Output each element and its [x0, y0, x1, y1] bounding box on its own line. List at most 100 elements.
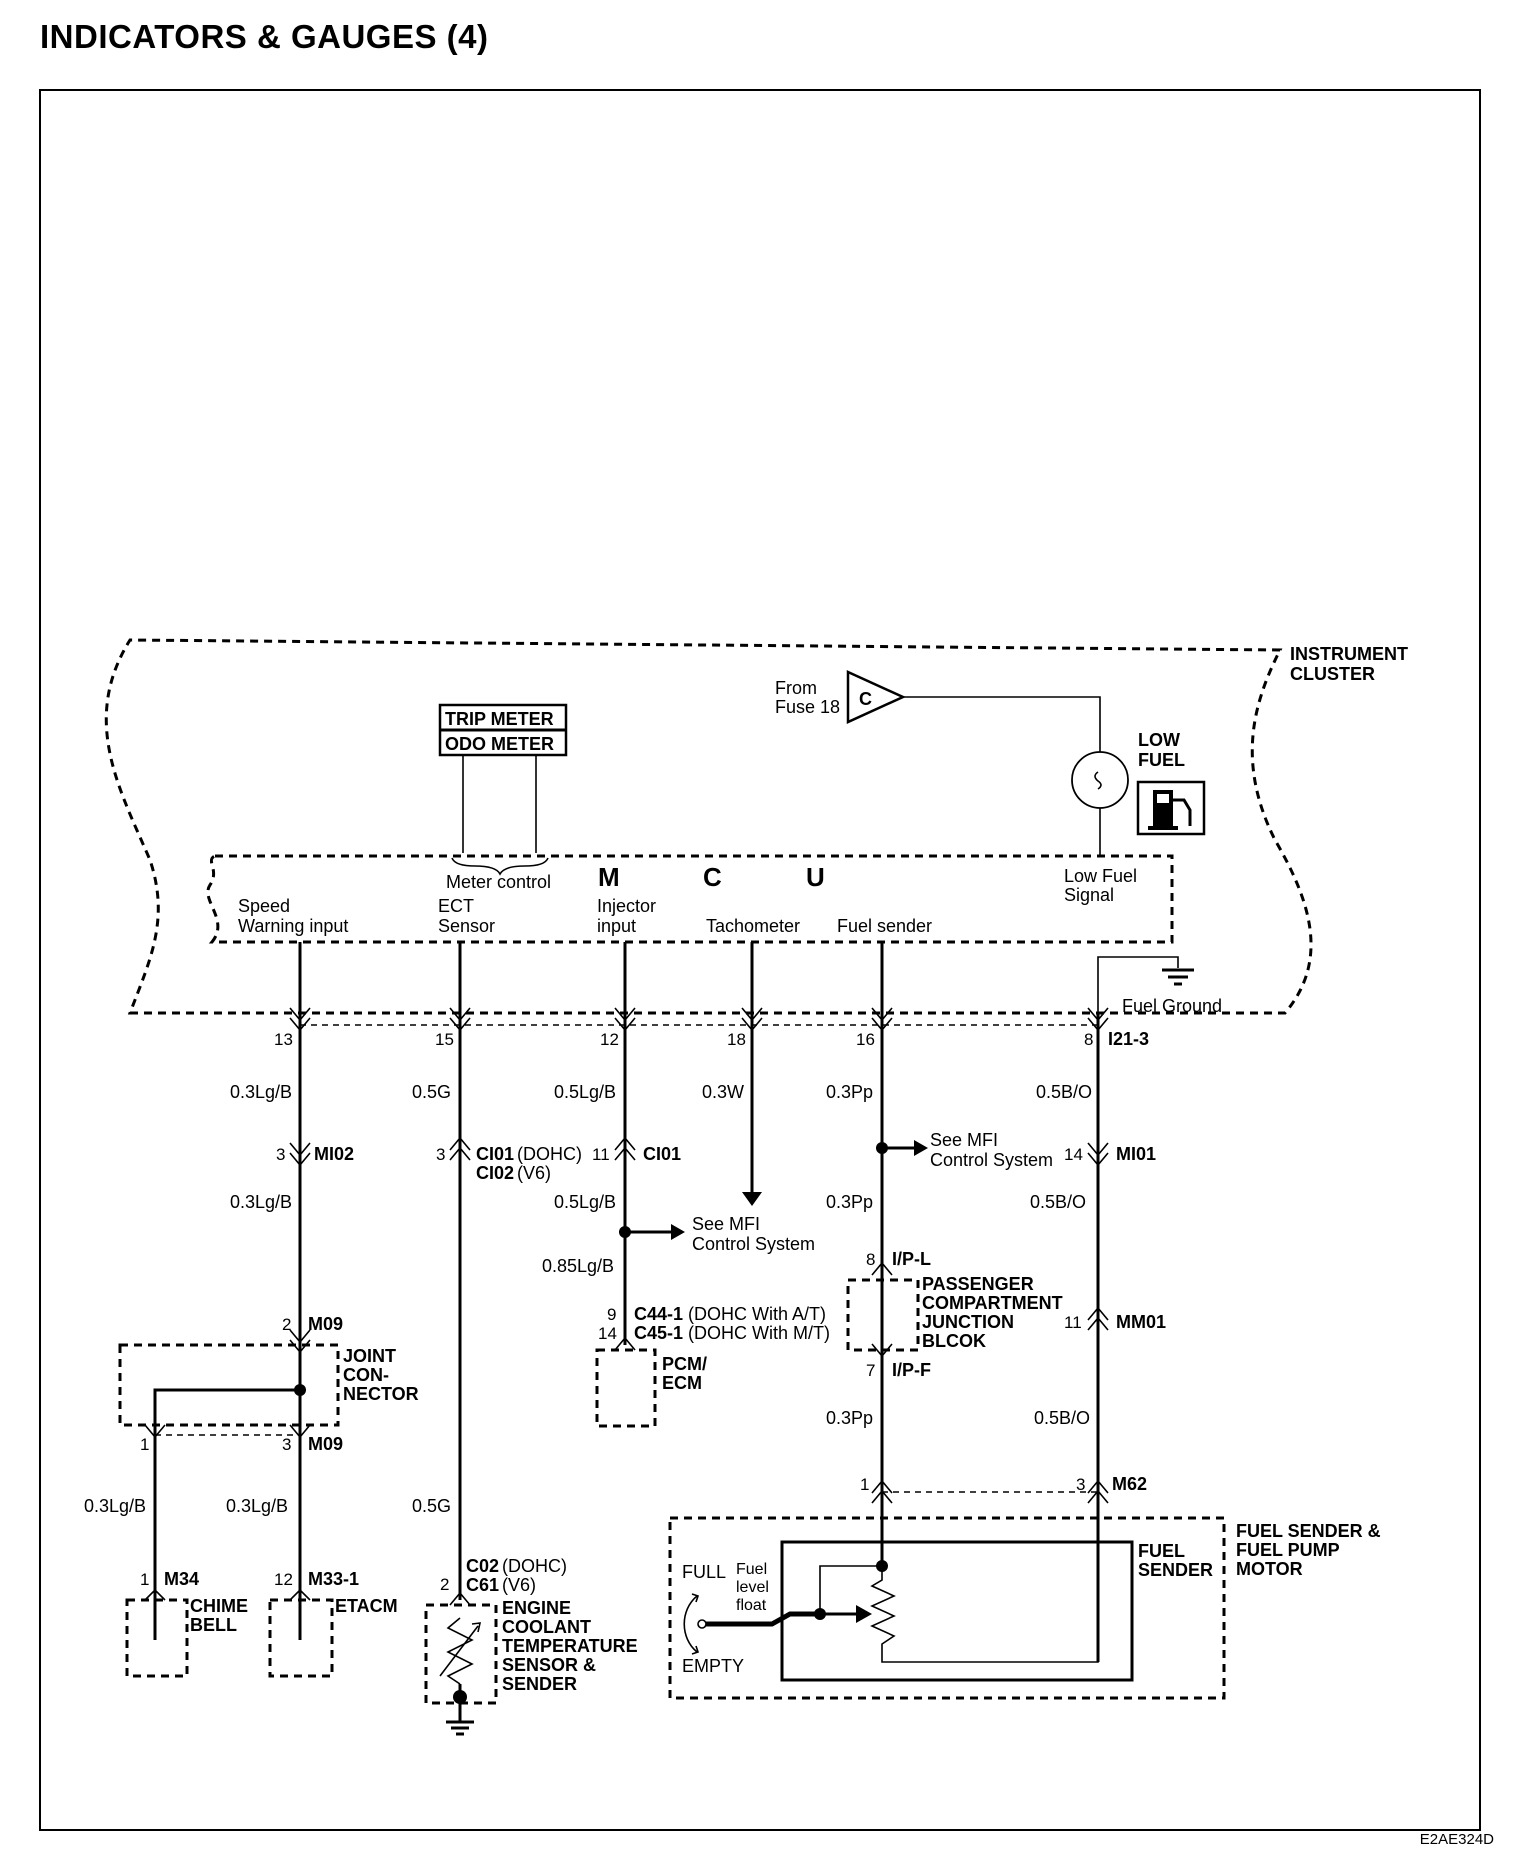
ipl-pin: 8: [866, 1250, 875, 1269]
connector-ipf: I/P-F: [892, 1360, 931, 1380]
c44-pin: 9: [607, 1305, 616, 1324]
connector-c45-1: C45-1: [634, 1323, 683, 1343]
m34-pin: 1: [140, 1570, 149, 1589]
c61-variant: (V6): [502, 1575, 536, 1595]
joint-connector-label-2: CON-: [343, 1365, 389, 1385]
connector-c61: C61: [466, 1575, 499, 1595]
joint-connector-label: JOINT: [343, 1346, 396, 1366]
mcu-m: M: [598, 862, 620, 892]
pcm-ecm-label-2: ECM: [662, 1373, 702, 1393]
ect-input-label: ECT: [438, 896, 474, 916]
connector-ipl: I/P-L: [892, 1249, 931, 1269]
mcu-box: [206, 854, 1174, 944]
tachometer-label: Tachometer: [706, 916, 800, 936]
pcm-ecm-component: [595, 1348, 657, 1428]
wire-color: 0.5G: [412, 1082, 451, 1102]
low-fuel-label-2: FUEL: [1138, 750, 1185, 770]
connector-ci01: CI01: [476, 1144, 514, 1164]
fuel-pump-icon: [1136, 780, 1206, 836]
connector-c44-1: C44-1: [634, 1304, 683, 1324]
connector-m62: M62: [1112, 1474, 1147, 1494]
outer-frame: [39, 89, 1481, 1831]
connector-m34: M34: [164, 1569, 199, 1589]
pcjb-label-2: COMPARTMENT: [922, 1293, 1063, 1313]
c02-pin: 2: [440, 1575, 449, 1594]
injector-input-label-2: input: [597, 916, 636, 936]
pin-8: 8: [1084, 1030, 1093, 1049]
mcu-u: U: [806, 862, 825, 892]
c44-desc: (DOHC With A/T): [688, 1304, 826, 1324]
ipf-pin: 7: [866, 1361, 875, 1380]
pcm-ecm-label: PCM/: [662, 1354, 707, 1374]
low-fuel-signal-label: Low Fuel: [1064, 866, 1137, 886]
wire-color: 0.5B/O: [1030, 1192, 1086, 1212]
ci01b-pin: 11: [592, 1145, 610, 1164]
fuel-ground-label: Fuel Ground: [1122, 996, 1222, 1016]
speed-input-label-2: Warning input: [238, 916, 348, 936]
wire-color: 0.5Lg/B: [554, 1192, 616, 1212]
fuel-float-label: Fuel: [736, 1561, 767, 1578]
instrument-cluster-outline: [104, 638, 1313, 1015]
connector-c02: C02: [466, 1556, 499, 1576]
fuel-pump-motor-label: FUEL SENDER &: [1236, 1521, 1381, 1541]
low-fuel-signal-label-2: Signal: [1064, 885, 1114, 905]
see-mfi-label: See MFI: [692, 1214, 760, 1234]
wire-color: 0.3Lg/B: [230, 1082, 292, 1102]
wire-color: 0.3W: [702, 1082, 744, 1102]
fuel-sender-label-2: SENDER: [1138, 1560, 1213, 1580]
fuel-pump-motor-label-3: MOTOR: [1236, 1559, 1303, 1579]
fuel-sender-label: FUEL: [1138, 1541, 1185, 1561]
ect-input-label-2: Sensor: [438, 916, 495, 936]
mi02-pin: 3: [276, 1145, 285, 1164]
etacm-component: [268, 1598, 334, 1678]
ci02-variant: (V6): [517, 1163, 551, 1183]
connector-m09b: M09: [308, 1434, 343, 1454]
fuel-sender-resistor: [870, 1566, 896, 1658]
ect-sender-label-5: SENDER: [502, 1674, 577, 1694]
ect-thermistor: [446, 1617, 474, 1685]
chime-bell-label-2: BELL: [190, 1615, 237, 1635]
fuel-sender-input-label: Fuel sender: [837, 916, 932, 936]
pcjb-label-3: JUNCTION: [922, 1312, 1014, 1332]
fuel-sender-box: [780, 1540, 1134, 1682]
connector-ci01b: CI01: [643, 1144, 681, 1164]
fuse-connector-label: C: [859, 689, 872, 709]
wire-color: 0.5B/O: [1034, 1408, 1090, 1428]
ect-sender-label-4: SENSOR &: [502, 1655, 596, 1675]
junction-block-component: [846, 1278, 920, 1352]
mm01-pin: 11: [1064, 1313, 1082, 1332]
meter-control-label: Meter control: [446, 872, 551, 892]
fuel-float-arm: [702, 1611, 820, 1627]
full-label: FULL: [682, 1562, 726, 1582]
pin-15: 15: [435, 1030, 454, 1049]
document-code: E2AE324D: [1419, 1831, 1494, 1848]
fuel-pump-motor-label-2: FUEL PUMP: [1236, 1540, 1340, 1560]
wire-color: 0.5B/O: [1036, 1082, 1092, 1102]
m62-pin-3: 3: [1076, 1475, 1085, 1494]
m09-pin: 2: [282, 1315, 291, 1334]
connector-m09: M09: [308, 1314, 343, 1334]
instrument-cluster-label: INSTRUMENT: [1290, 644, 1408, 664]
fuse-label-2: Fuse 18: [775, 697, 840, 717]
wire-color: 0.85Lg/B: [542, 1256, 614, 1276]
connector-m33-1: M33-1: [308, 1569, 359, 1589]
connector-mi01: MI01: [1116, 1144, 1156, 1164]
fuel-sender-pump-component: [668, 1516, 1226, 1700]
wire-color: 0.3Lg/B: [84, 1496, 146, 1516]
c45-desc: (DOHC With M/T): [688, 1323, 830, 1343]
mi01-pin: 14: [1064, 1145, 1083, 1164]
m33-pin: 12: [274, 1570, 293, 1589]
fuel-float-label-2: level: [736, 1579, 769, 1596]
fuse-label: From: [775, 678, 817, 698]
ect-sender-label-3: TEMPERATURE: [502, 1636, 638, 1656]
low-fuel-bulb: [1071, 751, 1129, 809]
pin-18: 18: [727, 1030, 746, 1049]
joint-connector-box: [118, 1343, 340, 1427]
ect-sender-label: ENGINE: [502, 1598, 571, 1618]
page-title: INDICATORS & GAUGES (4): [40, 18, 489, 55]
connector-mi02: MI02: [314, 1144, 354, 1164]
ci01-variant: (DOHC): [517, 1144, 582, 1164]
ci01-pin: 3: [436, 1145, 445, 1164]
wire-color: 0.3Lg/B: [230, 1192, 292, 1212]
